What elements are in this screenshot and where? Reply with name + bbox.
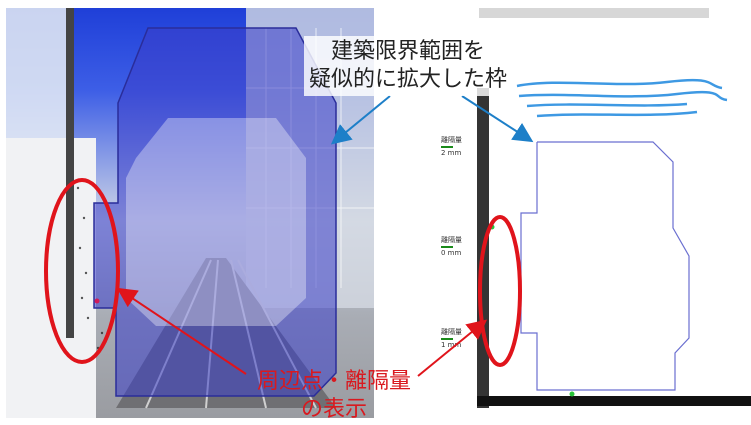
proximity-marker-bottom[interactable] bbox=[569, 391, 575, 397]
gauge-label: 離隔量 bbox=[441, 236, 462, 244]
highlight-ellipse-right bbox=[478, 215, 522, 367]
top-point-band bbox=[479, 8, 709, 18]
callout-proximity-display: 周辺点・離隔量 の表示 bbox=[236, 368, 432, 424]
highlight-ellipse-left bbox=[44, 178, 120, 364]
overhead-point-cloud bbox=[516, 78, 728, 118]
proximity-point[interactable] bbox=[94, 298, 100, 304]
gauge-value: 0 mm bbox=[441, 249, 462, 257]
gauge-bar bbox=[441, 246, 453, 248]
gauge-value: 2 mm bbox=[441, 149, 462, 157]
left-wall bbox=[6, 138, 96, 418]
utility-pole bbox=[66, 8, 74, 338]
callout-bottom-line1: 周辺点・離隔量 bbox=[256, 369, 411, 394]
callout-top-line2: 疑似的に拡大した枠 bbox=[308, 67, 507, 92]
gauge-label: 離隔量 bbox=[441, 136, 462, 144]
ground-points bbox=[477, 396, 751, 406]
gauge-label: 離隔量 bbox=[441, 328, 462, 336]
gauge-bottom: 離隔量 1 mm bbox=[441, 328, 462, 350]
clearance-outline bbox=[520, 141, 690, 391]
gauge-bar bbox=[441, 338, 453, 340]
gauge-middle: 離隔量 0 mm bbox=[441, 236, 462, 258]
gauge-bar bbox=[441, 146, 453, 148]
point-cloud-dots bbox=[76, 186, 104, 350]
callout-enlarged-frame: 建築限界範囲を 疑似的に拡大した枠 bbox=[304, 36, 512, 96]
gauge-value: 1 mm bbox=[441, 341, 462, 349]
gauge-top: 離隔量 2 mm bbox=[441, 136, 462, 158]
callout-bottom-line2: の表示 bbox=[300, 397, 367, 422]
clearance-inner bbox=[126, 118, 306, 326]
callout-top-line1: 建築限界範囲を bbox=[330, 39, 485, 64]
